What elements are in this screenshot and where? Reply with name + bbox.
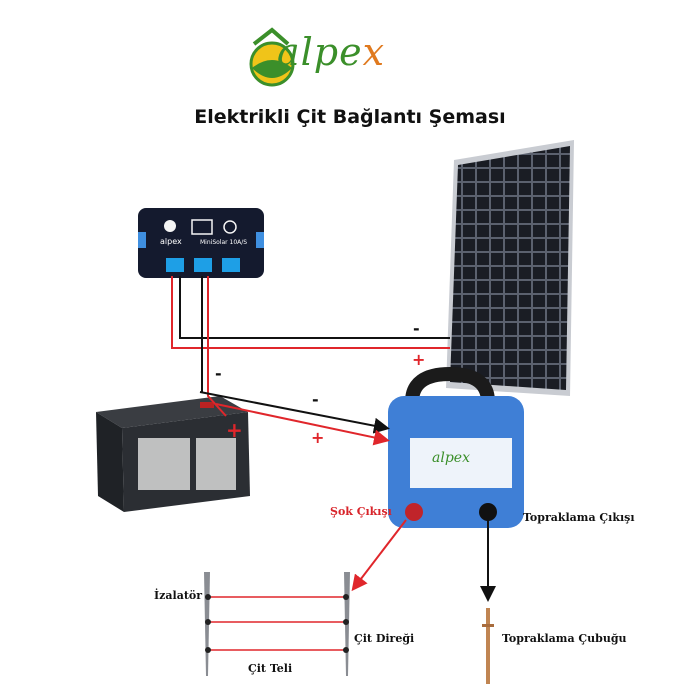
wire-panel-negative bbox=[179, 276, 450, 339]
energizer-minus-sign: - bbox=[312, 390, 319, 409]
fence bbox=[204, 572, 350, 676]
controller-minus-sign: - bbox=[215, 364, 222, 383]
battery-plus-sign: + bbox=[226, 418, 243, 442]
insulator bbox=[205, 594, 211, 600]
energizer-plus-sign: + bbox=[311, 428, 325, 447]
wire-energizer-positive bbox=[215, 403, 390, 446]
wire-shock-output bbox=[351, 519, 407, 592]
wire-panel-positive bbox=[171, 276, 450, 349]
energizer-brand: alpex bbox=[432, 450, 470, 466]
ground-output-label: Topraklama Çıkışı bbox=[523, 511, 635, 524]
wire-battery-positive bbox=[207, 276, 227, 417]
controller-model: MiniSolar 10A/S bbox=[200, 239, 247, 246]
controller-brand: alpex bbox=[160, 237, 182, 246]
battery bbox=[96, 396, 250, 512]
insulator-label: İzalatör bbox=[154, 589, 203, 602]
shock-output-label: Şok Çıkışı bbox=[330, 505, 392, 518]
brand-name: alpex bbox=[277, 30, 386, 74]
fence-post-label: Çit Direği bbox=[354, 632, 415, 645]
panel-plus-sign: + bbox=[412, 350, 426, 369]
diagram-title: Elektrikli Çit Bağlantı Şeması bbox=[194, 106, 506, 128]
alpex-logo bbox=[249, 27, 295, 87]
panel-minus-sign: - bbox=[413, 319, 420, 338]
ground-rod-label: Topraklama Çubuğu bbox=[502, 632, 627, 645]
solar-panel bbox=[446, 140, 574, 396]
wire-energizer-negative bbox=[199, 391, 390, 434]
ground-rod bbox=[482, 608, 494, 684]
fence-wire-label: Çit Teli bbox=[248, 662, 293, 675]
energizer bbox=[388, 366, 524, 528]
charge-controller bbox=[138, 208, 264, 278]
